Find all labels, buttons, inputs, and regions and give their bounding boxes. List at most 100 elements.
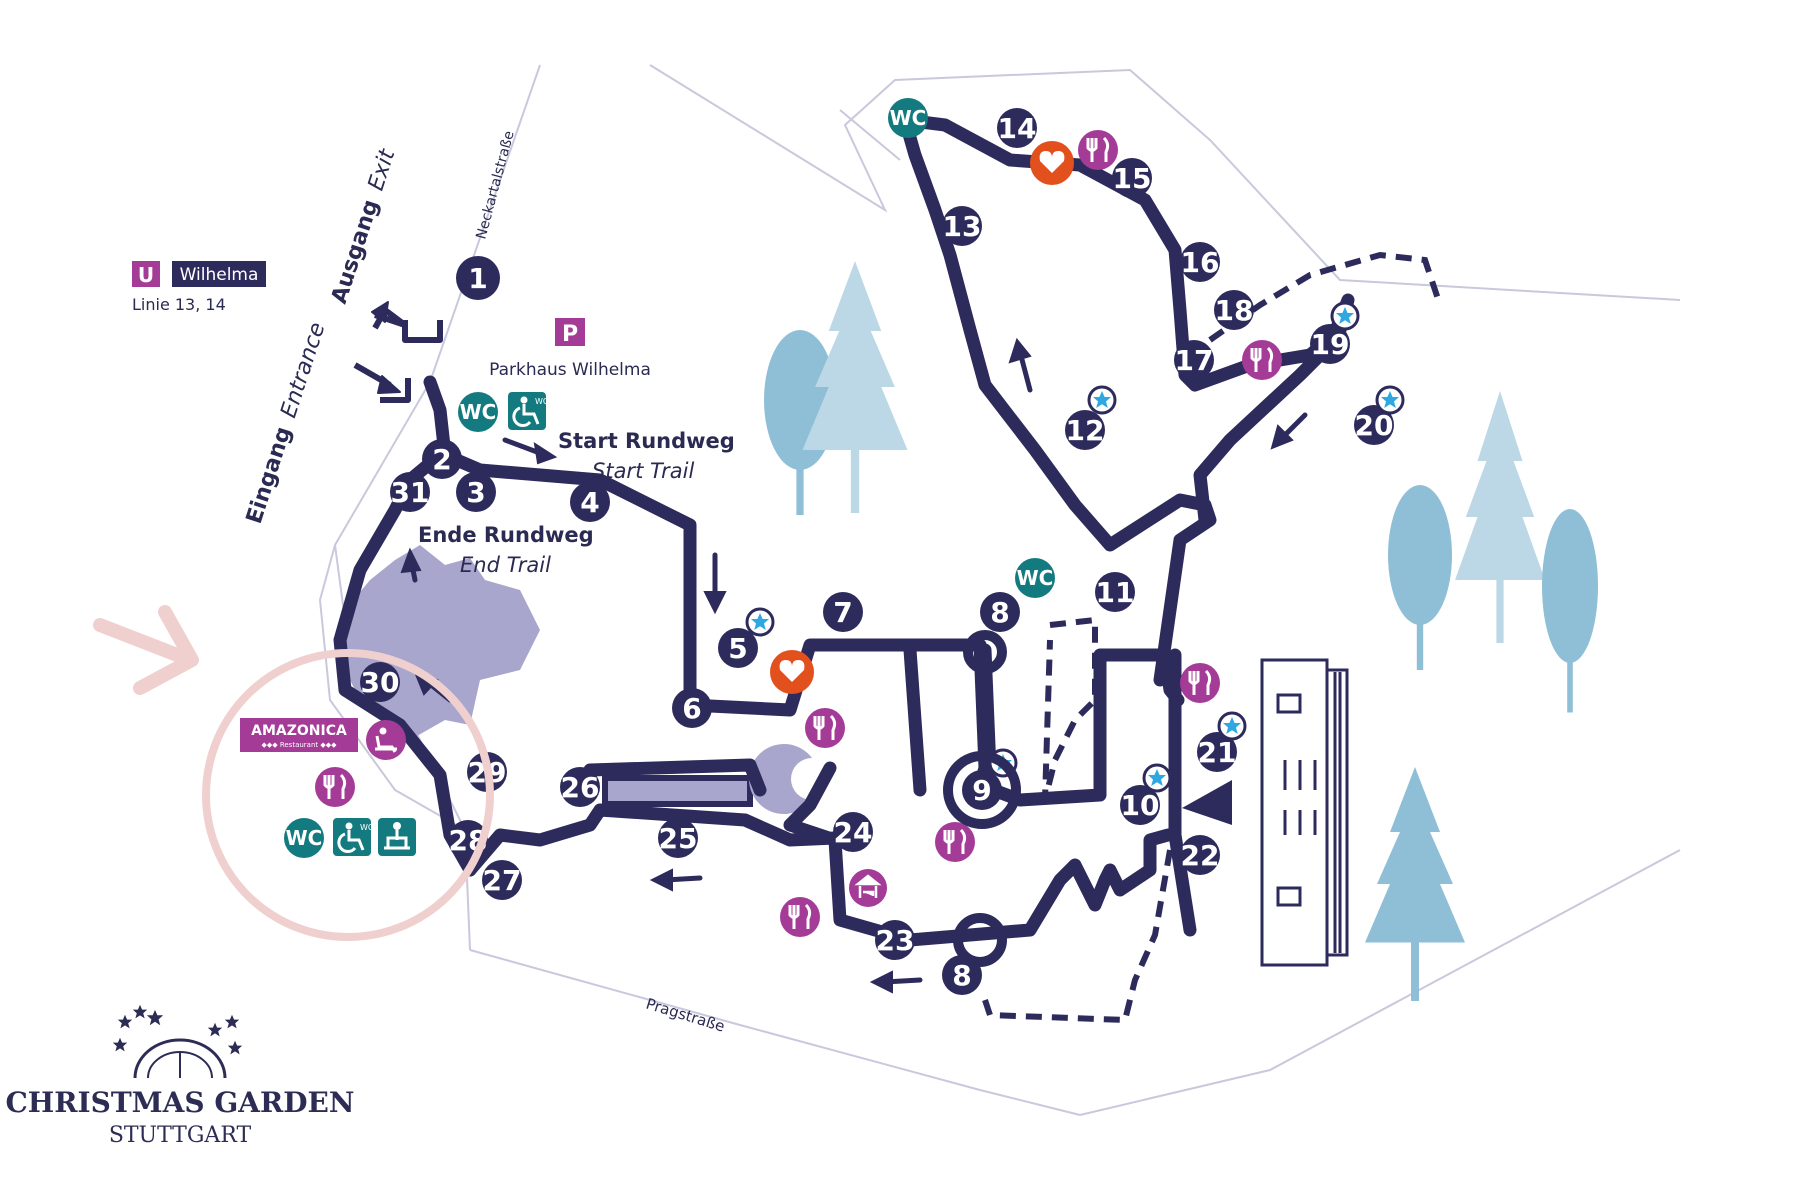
entrance-arrow-icon (353, 362, 411, 403)
svg-text:12: 12 (1066, 414, 1105, 447)
svg-text:WC: WC (460, 400, 497, 424)
svg-text:25: 25 (659, 822, 698, 855)
station-8: 8 (980, 592, 1020, 632)
station-17: 17 (1174, 340, 1214, 380)
svg-text:3: 3 (466, 476, 485, 509)
arrow-icon (1008, 337, 1033, 393)
svg-text:WC: WC (360, 823, 374, 832)
station-26: 26 (560, 767, 600, 807)
end-trail-label: Ende Rundweg (418, 523, 594, 547)
svg-text:4: 4 (580, 486, 599, 519)
svg-text:WC: WC (1017, 566, 1054, 590)
svg-text:CHRISTMAS GARDEN: CHRISTMAS GARDEN (6, 1086, 355, 1119)
svg-text:WC: WC (286, 826, 323, 850)
star-icon (745, 607, 775, 637)
station-markers: 1 2 3 4 5 6 7 8 9 10 11 12 13 14 15 16 1… (360, 108, 1394, 995)
star-badges (745, 301, 1405, 793)
wc-markers: WC WC WC WC (284, 98, 1055, 858)
station-19: 19 (1310, 324, 1350, 364)
parking-info: P Parkhaus Wilhelma (489, 318, 651, 380)
arrow-icon (703, 552, 727, 615)
station-badge (172, 261, 266, 287)
exit-arrow-icon (371, 301, 443, 343)
svg-text:WC: WC (890, 106, 927, 130)
amazonica-restaurant-sign: AMAZONICA ◆◆◆ Restaurant ◆◆◆ (240, 718, 358, 752)
end-trail-label-en: End Trail (460, 553, 551, 577)
svg-text:18: 18 (1215, 294, 1254, 327)
svg-text:8: 8 (952, 959, 971, 992)
station-1: 1 (456, 256, 500, 300)
highlight-ring (202, 649, 494, 941)
lounge-icon (366, 720, 406, 760)
svg-text:17: 17 (1175, 344, 1214, 377)
accessible-toilet-icon: WC (333, 818, 374, 856)
station-25: 25 (658, 818, 698, 858)
stage-triangle (1182, 780, 1232, 825)
arrow-icon (649, 868, 703, 892)
svg-text:1: 1 (468, 262, 487, 295)
svg-text:19: 19 (1311, 328, 1350, 361)
svg-text:26: 26 (561, 771, 600, 804)
svg-text:10: 10 (1121, 789, 1160, 822)
heart-markers (770, 141, 1074, 694)
heart-icon (1030, 141, 1074, 185)
pointer-arrow-icon (93, 605, 199, 695)
baby-changing-icon (378, 818, 416, 856)
station-14: 14 (997, 108, 1037, 148)
station-21: 21 (1197, 732, 1237, 772)
svg-text:AMAZONICA: AMAZONICA (251, 723, 347, 739)
station-31: 31 (390, 472, 430, 512)
svg-text:8: 8 (990, 596, 1009, 629)
transit-lines: Linie 13, 14 (132, 295, 226, 314)
restaurant-icon (1180, 663, 1220, 703)
arrow-icon (502, 437, 558, 465)
svg-text:31: 31 (391, 476, 430, 509)
svg-text:5: 5 (728, 632, 747, 665)
christmas-garden-logo: CHRISTMAS GARDEN STUTTGART (6, 1004, 355, 1148)
transit-info: U Wilhelma Linie 13, 14 (132, 261, 266, 314)
svg-text:Wilhelma: Wilhelma (180, 265, 259, 285)
restaurant-markers (315, 130, 1282, 937)
station-2: 2 (422, 439, 462, 479)
svg-text:2: 2 (432, 443, 451, 476)
svg-text:30: 30 (361, 666, 400, 699)
svg-text:WC: WC (535, 397, 549, 406)
svg-text:7: 7 (833, 596, 852, 629)
svg-text:22: 22 (1181, 839, 1220, 872)
station-7: 7 (823, 592, 863, 632)
start-trail-label-en: Start Trail (592, 459, 695, 483)
arrow-icon (1270, 412, 1308, 450)
star-icon (1375, 385, 1405, 415)
station-3: 3 (456, 472, 496, 512)
station-18: 18 (1214, 290, 1254, 330)
svg-text:15: 15 (1113, 162, 1152, 195)
station-13: 13 (942, 206, 982, 246)
svg-text:Parkhaus Wilhelma: Parkhaus Wilhelma (489, 360, 651, 380)
restaurant-icon (1078, 130, 1118, 170)
plazas (943, 630, 1021, 967)
station-20: 20 (1354, 405, 1394, 445)
svg-text:27: 27 (483, 864, 522, 897)
wc-icon: WC (458, 392, 498, 432)
wc-icon: WC (888, 98, 928, 138)
svg-text:U: U (138, 263, 154, 287)
heart-icon (770, 650, 814, 694)
gate-arrows (353, 301, 443, 403)
svg-text:24: 24 (834, 816, 873, 849)
station-11: 11 (1095, 572, 1135, 612)
station-24: 24 (833, 812, 873, 852)
star-icon (1142, 763, 1172, 793)
stage-area (602, 775, 753, 807)
svg-text:◆◆◆ Restaurant ◆◆◆: ◆◆◆ Restaurant ◆◆◆ (261, 741, 337, 749)
svg-text:20: 20 (1355, 409, 1394, 442)
station-15: 15 (1112, 158, 1152, 198)
station-10: 10 (1120, 785, 1160, 825)
svg-text:21: 21 (1198, 736, 1237, 769)
station-23: 23 (875, 920, 915, 960)
restaurant-icon (935, 822, 975, 862)
restaurant-icon (805, 708, 845, 748)
restaurant-icon (1242, 340, 1282, 380)
svg-text:STUTTGART: STUTTGART (109, 1123, 252, 1148)
